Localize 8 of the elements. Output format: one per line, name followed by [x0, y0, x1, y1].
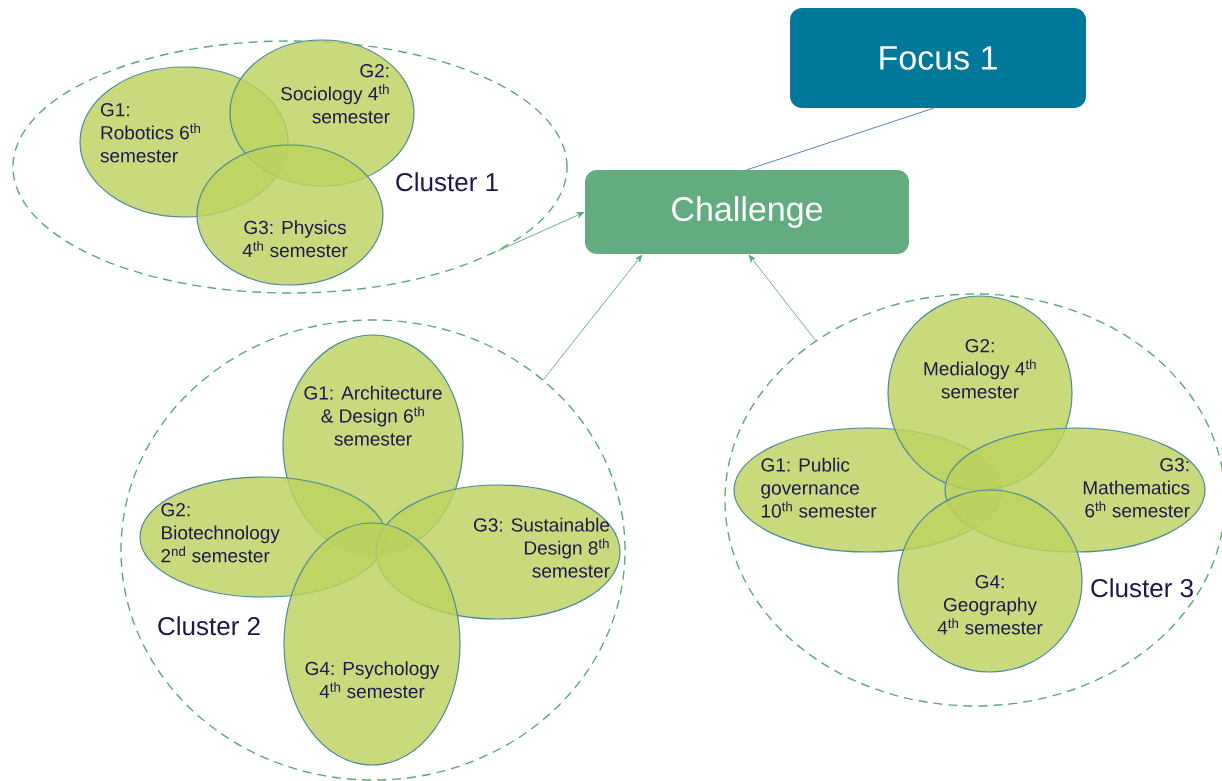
focus-box: Focus 1	[790, 8, 1086, 108]
challenge-box: Challenge	[585, 170, 909, 254]
arrow	[497, 212, 585, 252]
node-label: G4: Psychology 4$^{th}$ semester	[305, 661, 440, 699]
node-label: G3: Mathematics 6$^{th}$ semester	[1083, 457, 1190, 518]
connector-line	[746, 107, 935, 171]
arrow	[542, 254, 643, 381]
arrow	[748, 254, 816, 341]
